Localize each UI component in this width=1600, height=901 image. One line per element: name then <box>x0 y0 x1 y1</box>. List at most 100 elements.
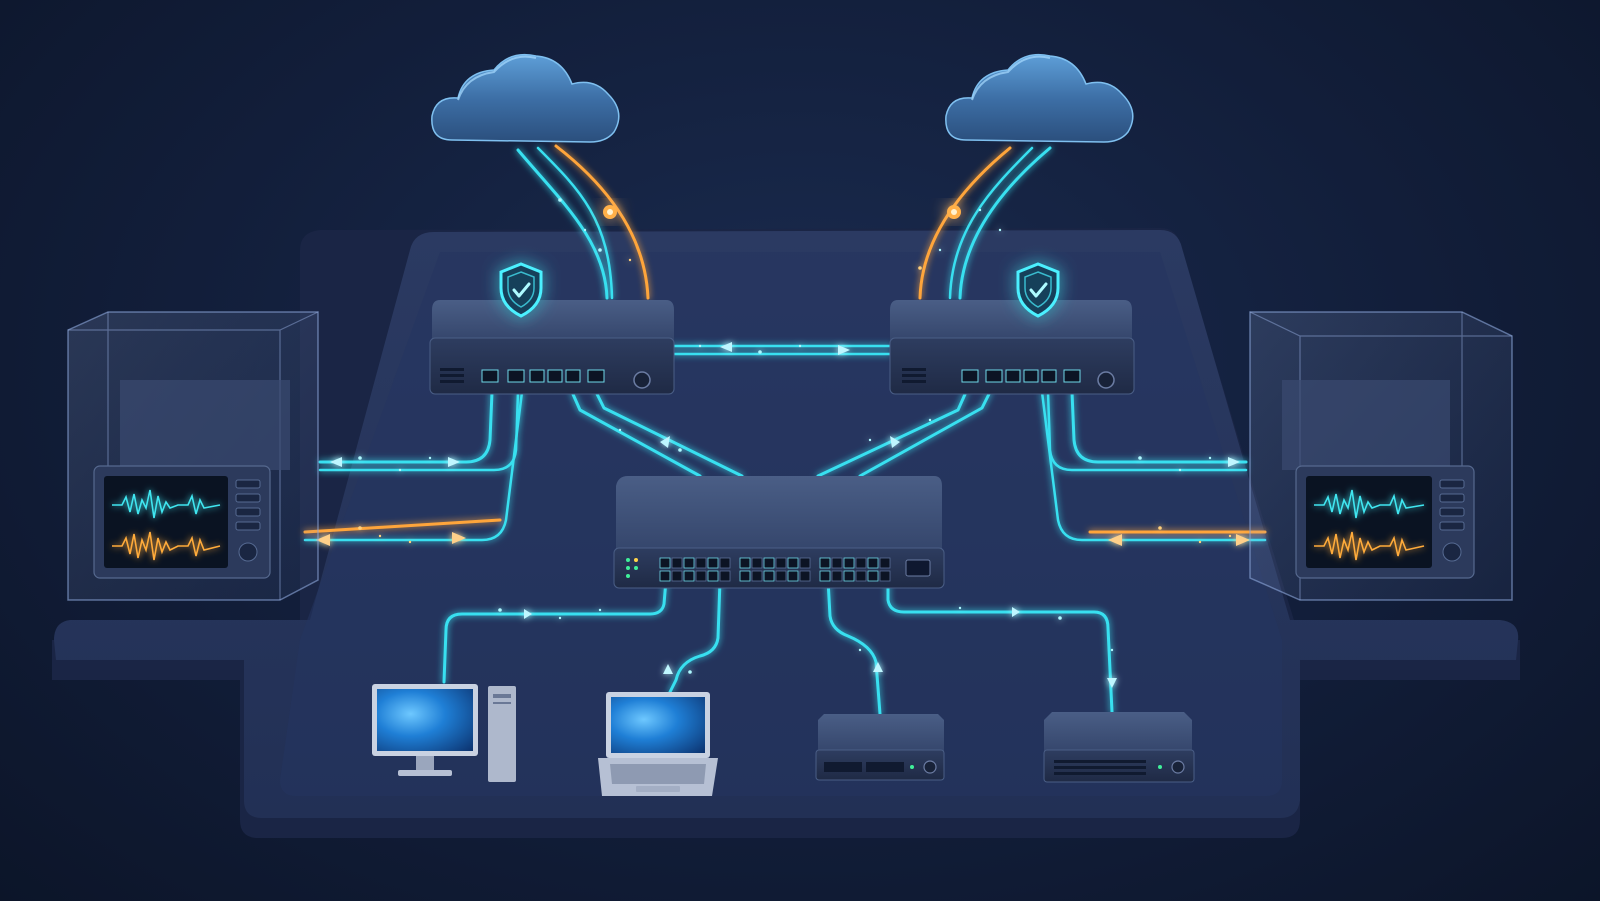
laptop-icon <box>598 692 718 796</box>
switch-port <box>683 557 695 569</box>
orange-nodes <box>603 205 961 219</box>
particle <box>408 540 412 544</box>
switch-port <box>775 570 787 582</box>
particle <box>1138 456 1142 460</box>
core-switch <box>613 476 945 589</box>
link-switch-nas <box>886 578 1114 714</box>
nas-box <box>1043 712 1195 783</box>
port-row <box>961 369 1081 383</box>
monitor-left <box>67 311 319 601</box>
particle <box>958 606 962 610</box>
waveform-monitor-icon <box>1314 489 1425 561</box>
switch-port <box>775 557 787 569</box>
desktop-computer-icon <box>372 684 516 782</box>
particle <box>678 448 682 452</box>
switch-port <box>719 570 731 582</box>
switch-port <box>763 557 775 569</box>
scope-screen <box>104 476 228 568</box>
particle <box>1178 468 1182 472</box>
particle <box>378 534 382 538</box>
particle <box>758 350 762 354</box>
switch-port <box>751 570 763 582</box>
switch-port <box>799 557 811 569</box>
particle <box>938 248 942 252</box>
link-cloud-left-router-left-orange <box>554 144 650 300</box>
particle <box>1228 534 1232 538</box>
monitor-right <box>1249 311 1513 601</box>
router-right <box>889 262 1135 395</box>
cloud-icon <box>431 53 620 143</box>
power-knob <box>1097 371 1115 389</box>
switch-port <box>819 570 831 582</box>
server-1u <box>815 714 945 781</box>
switch-port <box>831 570 843 582</box>
cloud-right <box>945 53 1134 143</box>
rack-server-icon <box>815 714 945 781</box>
particle <box>978 208 982 212</box>
switch-port <box>879 557 891 569</box>
waveform-monitor-icon <box>112 489 221 561</box>
particle <box>628 258 632 262</box>
particle <box>918 266 922 270</box>
link-router-right-switch <box>858 390 992 478</box>
switch-port <box>787 557 799 569</box>
particle <box>1110 648 1114 652</box>
shield-check-icon <box>499 262 543 318</box>
storage-appliance-icon <box>1043 712 1195 783</box>
link-router-right-monitor-cyan <box>1070 390 1248 464</box>
particle <box>688 670 692 674</box>
particle <box>598 248 602 252</box>
data-particles <box>358 198 1232 674</box>
switch-port <box>867 570 879 582</box>
particle <box>868 438 872 442</box>
particle <box>358 456 362 460</box>
switch-port <box>843 570 855 582</box>
link-cloud-left-router-left <box>516 148 609 300</box>
switch-port <box>739 570 751 582</box>
link-cloud-right-router-right <box>958 146 1052 300</box>
desktop-pc <box>372 684 516 782</box>
switch-port <box>843 557 855 569</box>
switch-port <box>855 570 867 582</box>
switch-port <box>879 570 891 582</box>
vent-grille <box>902 368 926 383</box>
switch-port <box>787 570 799 582</box>
switch-port <box>819 557 831 569</box>
switch-port <box>719 557 731 569</box>
particle <box>358 526 362 530</box>
switch-port <box>707 557 719 569</box>
switch-port <box>659 557 671 569</box>
switch-port <box>707 570 719 582</box>
particle <box>698 344 702 348</box>
switch-port <box>855 557 867 569</box>
port-row <box>481 369 605 383</box>
link-switch-desktop <box>442 578 668 684</box>
particle <box>428 456 432 460</box>
link-router-left-switch <box>570 390 702 478</box>
cloud-left <box>431 53 620 143</box>
particle <box>1208 456 1212 460</box>
pc-tower <box>488 686 516 782</box>
switch-port <box>751 557 763 569</box>
switch-port-bank <box>659 557 891 582</box>
link-router-left-monitor-cyan <box>318 390 494 464</box>
connections <box>303 144 1267 716</box>
switch-port <box>867 557 879 569</box>
particle <box>398 468 402 472</box>
particle <box>558 616 562 620</box>
switch-port <box>763 570 775 582</box>
switch-port <box>739 557 751 569</box>
switch-port <box>671 557 683 569</box>
link-router-left-monitor-cyan-b <box>303 390 524 542</box>
shield-check-icon <box>1016 262 1060 318</box>
scope-buttons <box>1439 479 1465 562</box>
particle <box>998 228 1002 232</box>
switch-port <box>799 570 811 582</box>
scope-screen <box>1306 476 1432 568</box>
link-router-left-monitor-orange <box>303 518 502 534</box>
link-cloud-right-router-right-b <box>948 146 1034 300</box>
router-left <box>429 262 675 395</box>
scope-buttons <box>235 479 261 562</box>
